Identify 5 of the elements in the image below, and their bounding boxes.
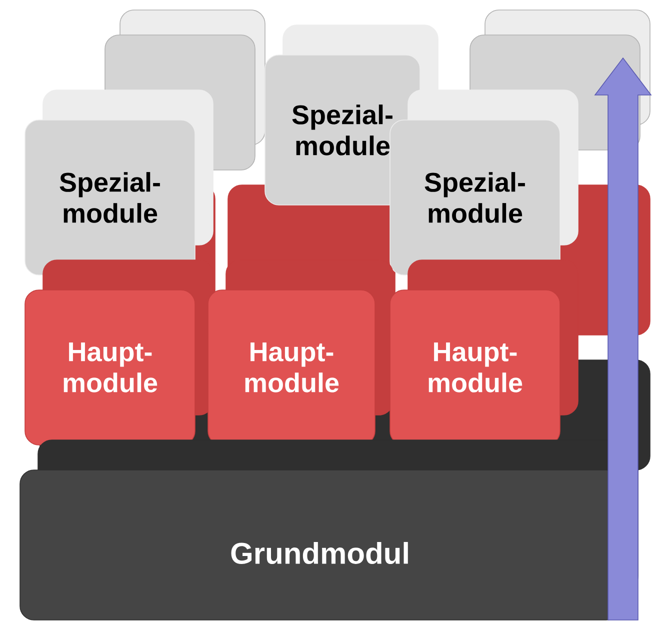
module-block: Haupt- module <box>390 260 578 446</box>
module-block: Grundmodul <box>20 440 638 620</box>
module-block: Haupt- module <box>208 260 394 446</box>
module-block: Spezial- module <box>24 90 214 276</box>
module-block: Haupt- module <box>24 260 214 446</box>
